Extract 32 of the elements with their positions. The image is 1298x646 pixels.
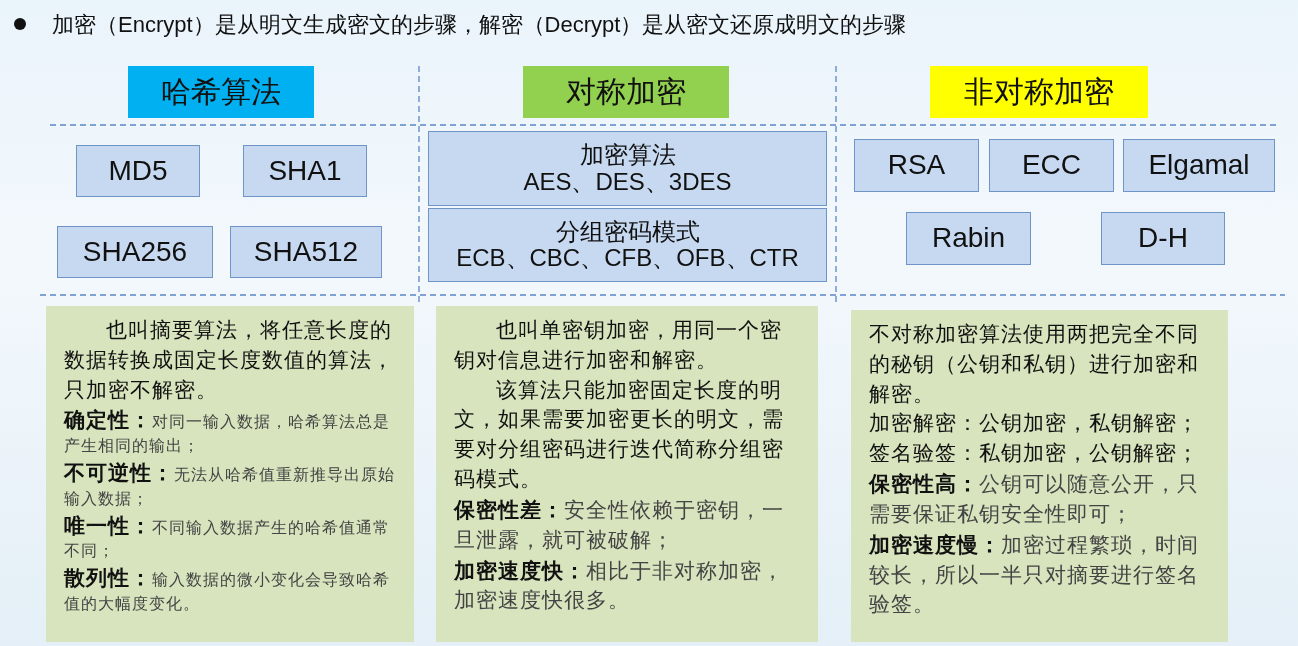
- description-text: 保密性高：公钥可以随意公开，只需要保证私钥安全性即可；: [869, 470, 1200, 528]
- description-text: 签名验签：私钥加密，公钥解密；: [869, 440, 1200, 468]
- algorithm-box: D-H: [1101, 212, 1225, 265]
- algorithm-box: Rabin: [906, 212, 1031, 265]
- description-text: 唯一性：不同输入数据产生的哈希值通常不同；: [64, 511, 391, 563]
- description-text: 散列性：输入数据的微小变化会导致哈希值的大幅度变化。: [64, 564, 391, 615]
- algorithm-box: SHA512: [230, 226, 382, 278]
- description-panel: [851, 310, 1228, 642]
- description-text: 加密解密：公钥加密，私钥解密；: [869, 410, 1200, 438]
- description-text: 也叫摘要算法，将任意长度的数据转换成固定长度数值的算法，只加密不解密。: [64, 317, 395, 404]
- description-text: 不可逆性：无法从哈希值重新推导出原始输入数据；: [64, 458, 396, 510]
- description-text: 也叫单密钥加密，用同一个密钥对信息进行加密和解密。: [454, 317, 783, 374]
- title: 加密（Encrypt）是从明文生成密文的步骤，解密（Decrypt）是从密文还原成明文的步骤: [52, 11, 907, 39]
- description-text: 不对称加密算法使用两把完全不同的秘钥（公钥和私钥）进行加密和解密。: [869, 321, 1200, 408]
- category-header: 对称加密: [523, 66, 729, 118]
- algorithm-box: SHA256: [57, 226, 213, 278]
- description-panel: [436, 306, 818, 642]
- algorithm-box: ECC: [989, 139, 1114, 192]
- algorithm-box: Elgamal: [1123, 139, 1275, 192]
- algorithm-box: SHA1: [243, 145, 367, 197]
- algorithm-box: 加密算法 AES、DES、3DES: [428, 131, 827, 206]
- description-text: 保密性差：安全性依赖于密钥，一旦泄露，就可被破解；: [454, 495, 785, 554]
- description-text: 加密速度慢：加密过程繁琐，时间较长，所以一半只对摘要进行签名验签。: [869, 530, 1200, 619]
- description-text: 加密速度快：相比于非对称加密，加密速度快很多。: [454, 556, 785, 615]
- category-header: 哈希算法: [128, 66, 314, 118]
- description-text: 确定性：对同一输入数据，哈希算法总是产生相同的输出；: [64, 406, 391, 458]
- algorithm-box: MD5: [76, 145, 200, 197]
- algorithm-box: RSA: [854, 139, 979, 192]
- description-panel: [46, 306, 414, 642]
- algorithm-box: 分组密码模式 ECB、CBC、CFB、OFB、CTR: [428, 208, 827, 282]
- description-text: 该算法只能加密固定长度的明文，如果需要加密更长的明文，需要对分组密码进行迭代简称分组密码模式。: [454, 376, 785, 494]
- category-header: 非对称加密: [930, 66, 1148, 118]
